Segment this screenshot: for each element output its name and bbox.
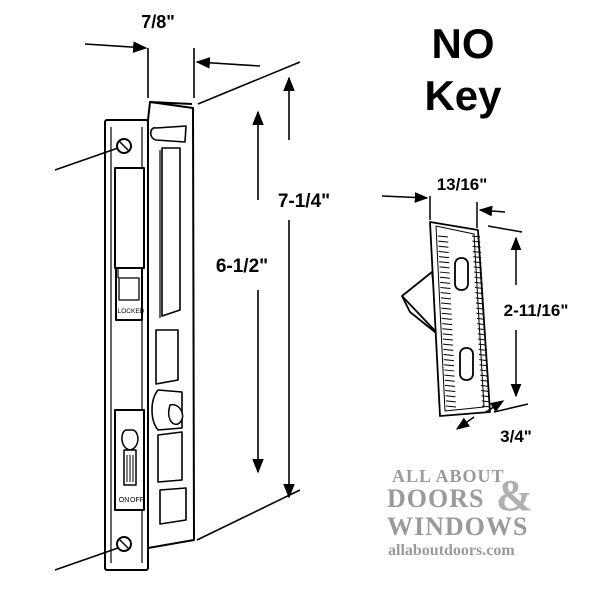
heading-key: Key — [424, 72, 502, 119]
keeper-ridge — [444, 379, 455, 382]
keeper-ridge — [441, 317, 452, 320]
keeper-ridge — [440, 281, 451, 284]
keeper-ridge — [480, 374, 489, 377]
keeper-ridge — [481, 405, 491, 408]
keeper-ridge — [477, 333, 486, 336]
keeper-ridge — [441, 302, 452, 305]
keeper-ridge — [445, 395, 456, 398]
keeper-ridge — [444, 374, 455, 377]
keeper-ridge — [439, 276, 450, 279]
keeper-ridge — [440, 297, 451, 300]
keeper-ridge — [473, 256, 482, 259]
keeper-ridge — [441, 312, 452, 315]
heading-no: NO — [431, 20, 495, 67]
keeper-ridge — [445, 405, 457, 408]
keeper-ridge — [476, 307, 485, 310]
keeper-ridge — [480, 384, 489, 387]
keeper-ridge — [475, 302, 485, 305]
keeper-ridge — [475, 292, 484, 295]
keeper-ridge — [472, 240, 481, 243]
lock-hole-spacing-label: 6-1/2" — [216, 256, 268, 277]
keeper-ridge — [445, 400, 456, 403]
keeper-ridge — [444, 364, 455, 367]
lock-overall-height-label: 7-1/4" — [278, 191, 330, 212]
keeper-ridge — [438, 240, 449, 243]
keeper-ridge — [445, 390, 456, 393]
off-label: OFF — [130, 497, 144, 504]
keeper-ridge — [441, 307, 452, 310]
logo-line-2: DOORS — [387, 484, 485, 513]
keeper-ridge — [478, 353, 488, 356]
keeper-ridge — [442, 328, 453, 331]
keeper-ridge — [474, 271, 483, 274]
keeper-ridge — [440, 292, 451, 295]
keeper-ridge — [477, 328, 486, 331]
keeper-ridge — [480, 379, 489, 382]
keeper-ridge — [476, 317, 485, 320]
keeper-ridge — [477, 338, 487, 341]
keeper-ridge — [479, 369, 488, 372]
keeper-ridge — [444, 384, 456, 387]
keeper-ridge — [473, 266, 482, 269]
keeper-ridge — [443, 348, 454, 351]
lock-width-label: 7/8" — [141, 12, 175, 32]
lock-dimension-lines — [54, 41, 301, 571]
keeper-dimension-lines — [381, 192, 529, 430]
keeper-ridge — [478, 348, 487, 351]
keeper-ridge — [438, 256, 450, 259]
logo-line-1: ALL ABOUT — [392, 466, 505, 486]
keeper-ridge — [475, 297, 484, 300]
keeper-ridge — [439, 271, 450, 274]
keeper-ridge — [481, 400, 490, 403]
keeper-ridge — [437, 235, 449, 238]
keeper-ridge — [444, 369, 455, 372]
keeper-ridge — [471, 235, 481, 238]
keeper-ridge — [472, 245, 481, 248]
keeper-ridge — [443, 343, 454, 346]
logo-ampersand: & — [496, 471, 534, 520]
keeper-ridge — [443, 353, 454, 356]
logo-line-3: WINDOWS — [387, 512, 529, 541]
keeper-ridge — [479, 359, 488, 362]
keeper-ridge — [481, 395, 490, 398]
on-label: ON — [119, 497, 130, 504]
keeper-ridge — [474, 276, 483, 279]
keeper-ridge — [438, 250, 449, 253]
keeper-ridge — [439, 266, 450, 269]
keeper-ridge — [442, 333, 453, 336]
keeper-ridge — [472, 250, 481, 253]
keeper-ridge — [477, 323, 486, 326]
keeper-ridge — [473, 261, 482, 264]
keeper-ridge — [440, 287, 451, 290]
keeper-ridges: // placeholder — ridges drawn by main sc… — [437, 235, 491, 408]
keeper-ridge — [479, 364, 488, 367]
keeper-ridge — [481, 390, 490, 393]
keeper-ridge — [476, 312, 485, 315]
keeper-ridge — [443, 359, 454, 362]
keeper-ridge — [442, 338, 453, 341]
keeper-ridge — [478, 343, 487, 346]
locked-label: LOCKED — [118, 308, 145, 315]
keeper-ridge — [474, 281, 483, 284]
keeper-ridge — [438, 245, 449, 248]
keeper-ridge — [439, 261, 450, 264]
lock-body — [104, 101, 195, 571]
keeper-depth-label: 3/4" — [500, 427, 532, 446]
keeper-width-label: 13/16" — [437, 175, 488, 194]
keeper-height-label: 2-11/16" — [504, 301, 569, 320]
keeper-ridge — [474, 287, 484, 290]
keeper-ridge — [442, 323, 453, 326]
logo-url: allaboutdoors.com — [388, 542, 515, 559]
